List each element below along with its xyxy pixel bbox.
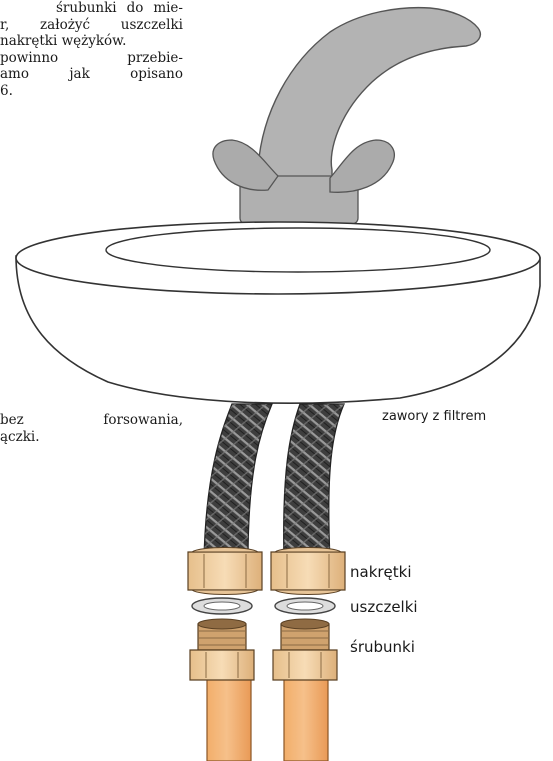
faucet xyxy=(240,8,480,232)
label-gaskets: uszczelki xyxy=(350,598,418,616)
text-line: nakrętki wężyków. xyxy=(0,33,183,50)
text-line: śrubunki do mie- xyxy=(0,0,183,17)
text-line: 6. xyxy=(0,83,183,100)
sink-basin xyxy=(16,222,540,403)
text-line: bez forsowania, xyxy=(0,412,183,429)
label-valves-with-filter: zawory z filtrem xyxy=(382,409,486,424)
text-line: r, założyć uszczelki xyxy=(0,17,183,34)
nut-left xyxy=(188,548,262,595)
gasket-left xyxy=(192,598,252,614)
hose-left xyxy=(204,404,272,560)
label-nuts: nakrętki xyxy=(350,563,412,581)
text-line: ączki. xyxy=(0,429,183,446)
label-fittings: śrubunki xyxy=(350,638,415,656)
hose-right xyxy=(284,404,344,560)
instruction-paragraph-middle: bez forsowania, ączki. xyxy=(0,412,183,445)
text-line: amo jak opisano xyxy=(0,66,183,83)
text-line: powinno przebie- xyxy=(0,50,183,67)
instruction-paragraph-top: śrubunki do mie- r, założyć uszczelki na… xyxy=(0,0,183,99)
gasket-right xyxy=(275,598,335,614)
fitting-left xyxy=(190,619,254,761)
faucet-handle-right xyxy=(330,140,394,192)
nut-right xyxy=(271,548,345,595)
fitting-right xyxy=(273,619,337,761)
